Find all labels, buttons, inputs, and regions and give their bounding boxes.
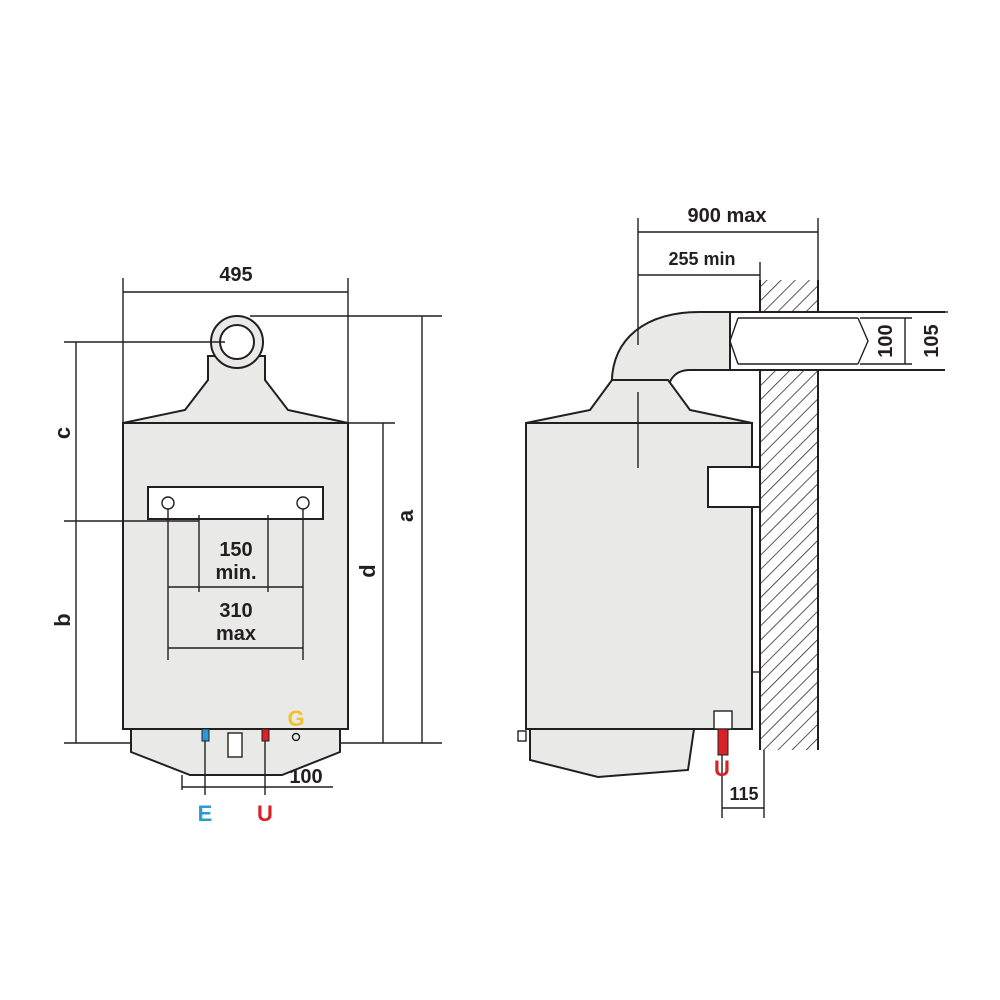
dim-bottom-offset — [181, 775, 333, 790]
bracket-min-unit: min. — [215, 562, 256, 584]
dim-a-label: a — [393, 509, 418, 522]
bottom-offset-label: 100 — [289, 766, 322, 788]
wall-bracket — [147, 486, 324, 520]
dim-b-label: b — [50, 613, 75, 626]
side-burner-housing — [529, 728, 696, 779]
bracket-max-value: 310 — [219, 600, 252, 622]
flue-max-label: 900 max — [688, 205, 767, 227]
bracket-max-unit: max — [216, 623, 256, 645]
side-hot-water-label: U — [714, 756, 730, 781]
control-knob — [227, 732, 243, 758]
hot-water-label: U — [257, 801, 273, 826]
flue-min-label: 255 min — [668, 249, 735, 269]
wall-spacer — [707, 466, 761, 508]
front-view: 495 c b d a 150 min. 310 max 100 G E U — [50, 264, 442, 826]
cold-water-label: E — [198, 801, 213, 826]
dim-right — [250, 315, 442, 744]
pipe-outer-label: 105 — [921, 324, 943, 357]
dim-wall-offset — [721, 750, 765, 818]
dim-c-label: c — [50, 427, 75, 439]
side-hood — [525, 379, 753, 424]
flue-pipe-clear — [730, 312, 945, 370]
hot-water-pipe — [261, 728, 270, 742]
pipe-inner-label: 100 — [875, 324, 897, 357]
side-hot-water-pipe — [717, 728, 729, 756]
dim-left — [64, 341, 225, 744]
dim-flue — [637, 218, 819, 345]
dim-width — [122, 278, 349, 423]
dim-bracket — [167, 509, 304, 660]
flue-ring-inner — [219, 324, 255, 360]
flue-elbow — [610, 311, 731, 393]
width-label: 495 — [219, 264, 252, 286]
front-hood — [122, 355, 349, 424]
front-tank-body — [122, 422, 349, 730]
gas-connection — [291, 732, 301, 742]
cold-water-pipe — [201, 728, 210, 742]
side-view: 900 max 255 min 100 105 U 115 — [517, 205, 948, 818]
gas-label: G — [287, 706, 304, 731]
bracket-min-value: 150 — [219, 539, 252, 561]
wall-offset-label: 115 — [729, 784, 758, 804]
dim-d-label: d — [355, 564, 380, 577]
dim-pipe — [860, 311, 948, 365]
